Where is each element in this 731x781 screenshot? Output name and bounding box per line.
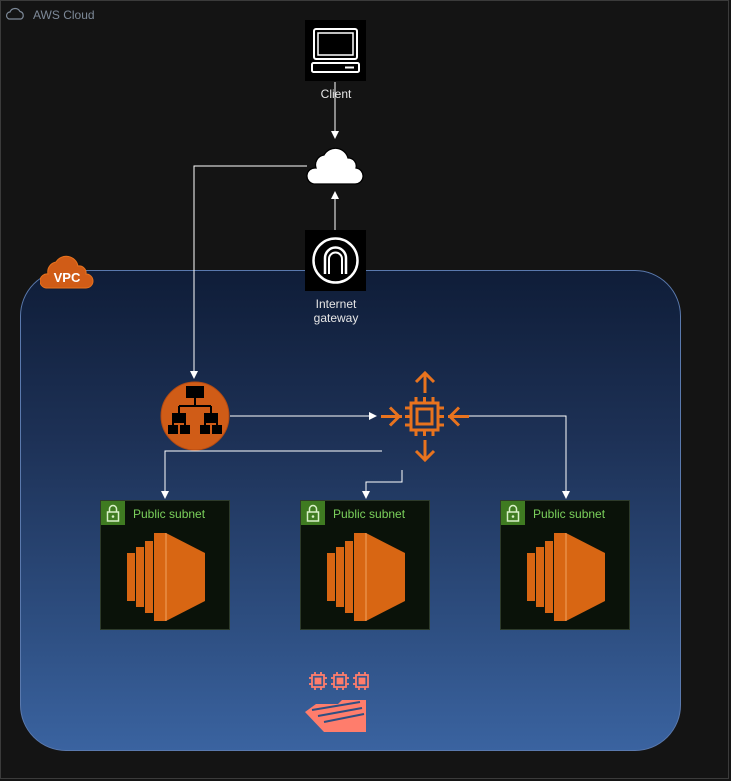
client-monitor-icon	[311, 28, 360, 73]
auto-scaling-icon[interactable]	[378, 370, 472, 464]
client-node[interactable]	[305, 20, 366, 81]
edge-autoscaling-subnet1	[161, 450, 382, 499]
internet-gateway-label-line2: gateway	[313, 311, 359, 325]
public-subnet-1[interactable]: Public subnet	[100, 500, 230, 630]
public-subnet-2[interactable]: Public subnet	[300, 500, 430, 630]
ec2-instance-icon	[327, 533, 405, 621]
cloud-icon	[5, 7, 24, 20]
lock-icon	[501, 501, 525, 525]
ec2-instance-icon	[127, 533, 205, 621]
vpc-cloud-icon: VPC	[40, 255, 94, 289]
aws-cloud-label: AWS Cloud	[33, 8, 95, 22]
lock-icon	[301, 501, 325, 525]
edge-autoscaling-subnet2	[362, 470, 403, 499]
efs-icon[interactable]	[302, 670, 370, 736]
subnet-label: Public subnet	[533, 507, 606, 521]
ec2-instance-icon	[527, 533, 605, 621]
internet-gateway-label: Internet gateway	[290, 297, 382, 325]
internet-gateway-icon	[312, 237, 359, 284]
public-subnet-3[interactable]: Public subnet	[500, 500, 630, 630]
edge-autoscaling-subnet3	[460, 415, 570, 499]
subnet-label: Public subnet	[333, 507, 406, 521]
subnet-label: Public subnet	[133, 507, 206, 521]
internet-gateway-node[interactable]	[305, 230, 366, 291]
lock-icon	[101, 501, 125, 525]
internet-gateway-label-line1: Internet	[315, 297, 357, 311]
internet-cloud-icon	[306, 147, 364, 185]
load-balancer-icon[interactable]	[159, 381, 231, 453]
edge-internet-loadbalancer	[190, 165, 307, 379]
vpc-label: VPC	[54, 270, 81, 285]
client-label: Client	[320, 87, 352, 101]
